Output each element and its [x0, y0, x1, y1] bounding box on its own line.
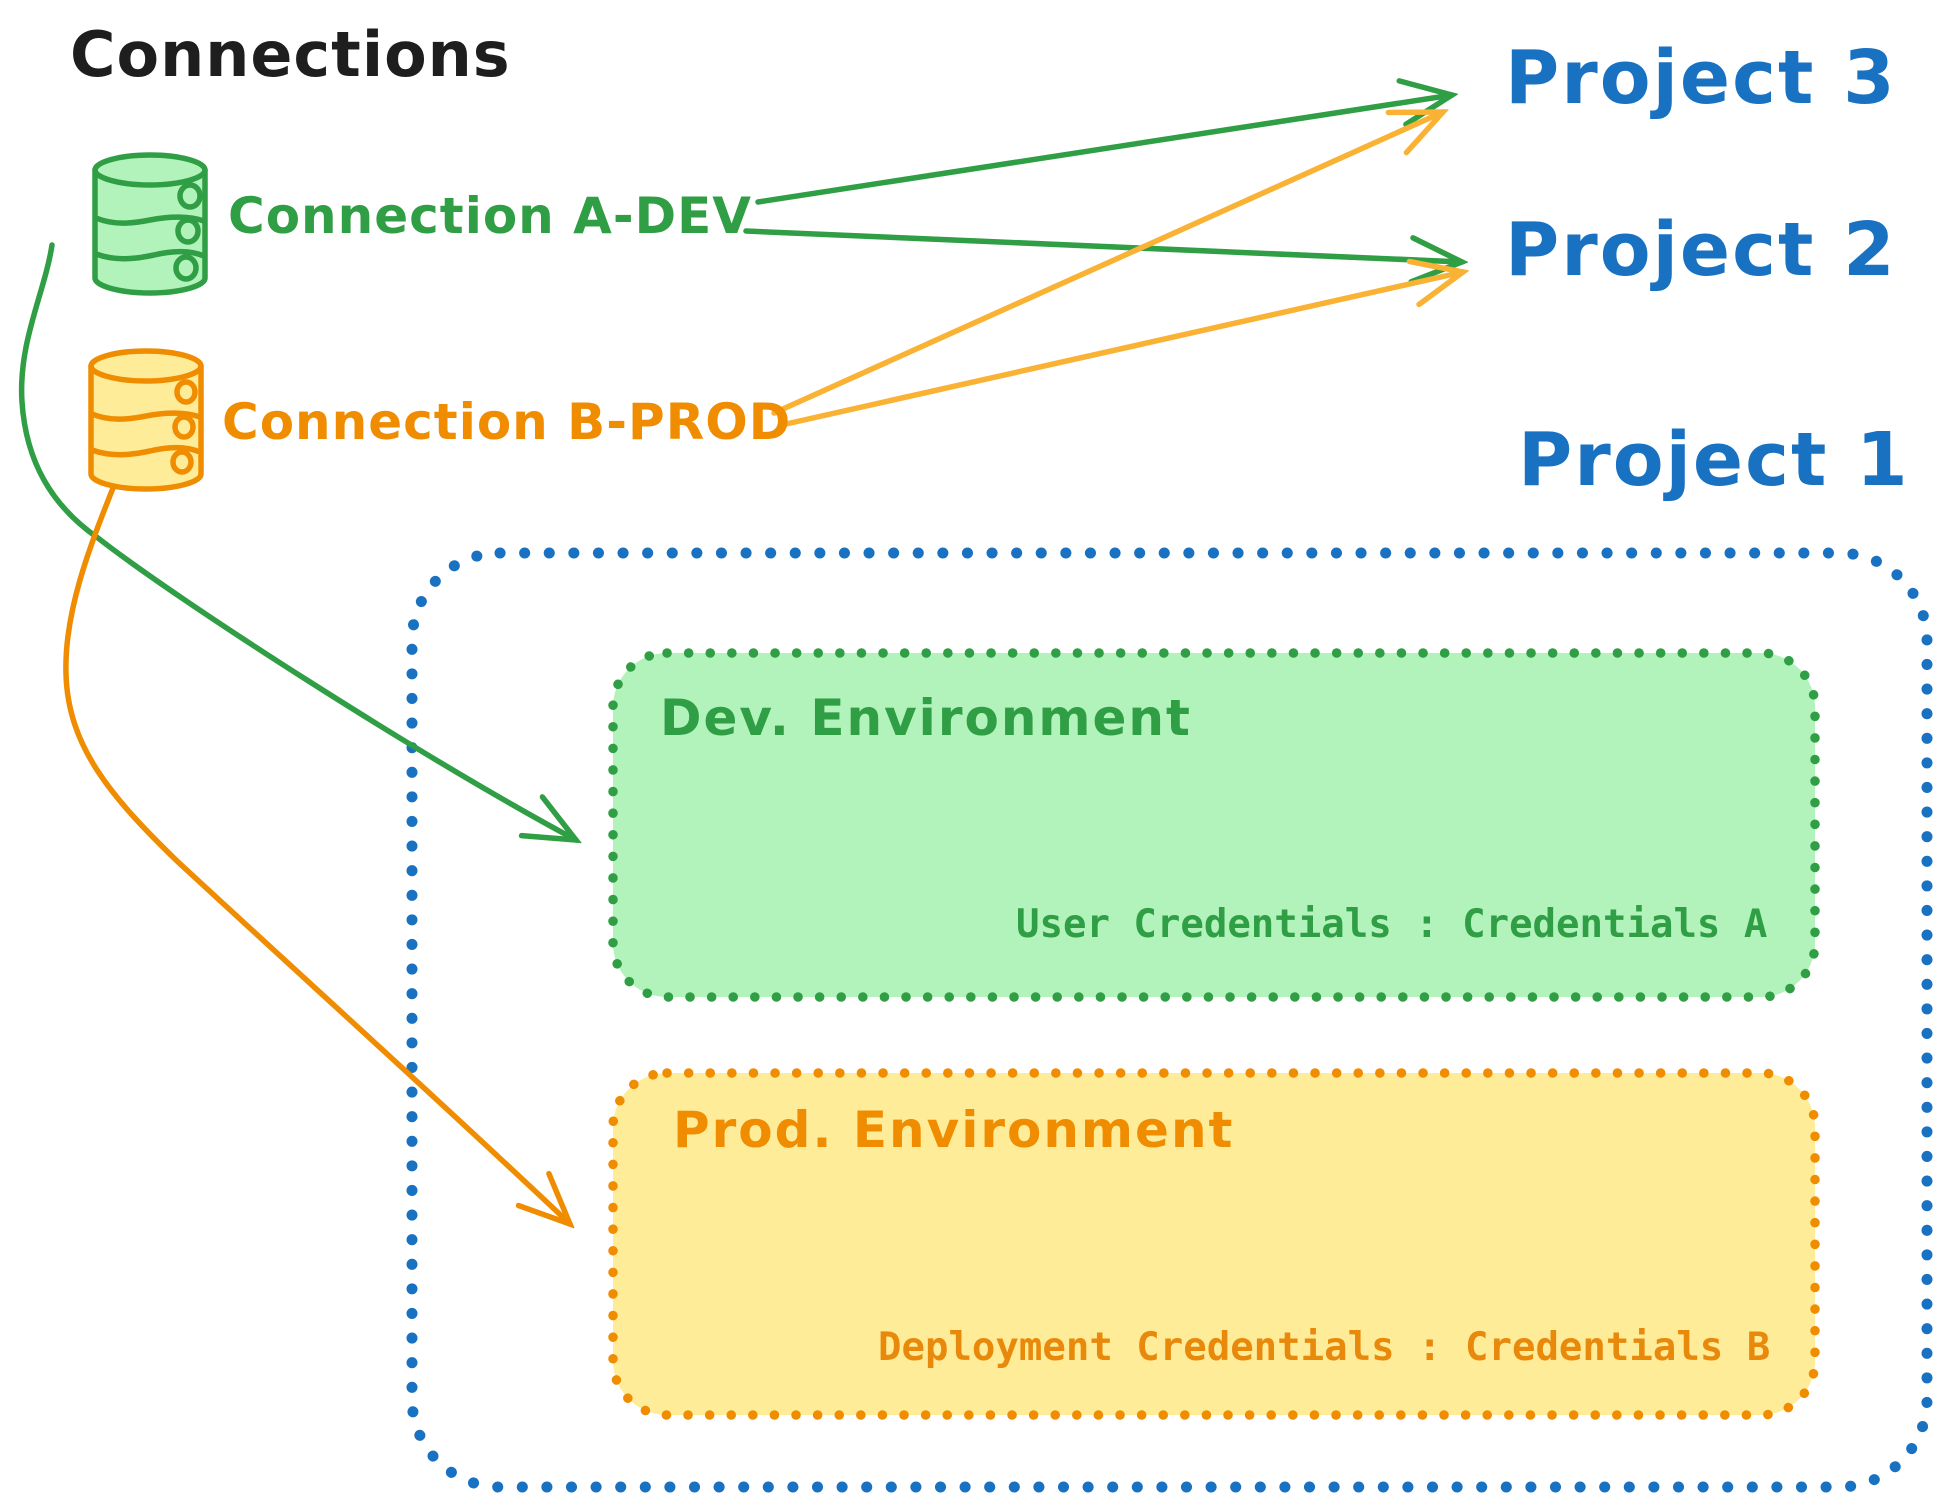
arrow-a-dev-to-dev-environment: [18, 242, 576, 840]
cylinder-divider: [89, 410, 203, 422]
database-icon-orange: [88, 348, 204, 492]
dev-environment-credentials: User Credentials : Credentials A: [1016, 902, 1768, 947]
connection-a-dev-label: Connection A-DEV: [228, 187, 752, 245]
cylinder-top-ellipse: [92, 167, 208, 188]
prod-environment-title: Prod. Environment: [673, 1101, 1235, 1159]
project-2-label: Project 2: [1505, 207, 1897, 293]
cylinder-dot: [172, 414, 196, 440]
prod-environment-credentials: Deployment Credentials : Credentials B: [878, 1325, 1771, 1370]
cylinder-divider: [89, 445, 203, 458]
connection-b-prod-label: Connection B-PROD: [222, 393, 792, 451]
project-1-label: Project 1: [1518, 417, 1910, 503]
arrow-b-prod-to-project-2: [783, 272, 1463, 427]
cylinder-top-ellipse: [88, 363, 204, 384]
cylinder-dot: [170, 449, 194, 475]
cylinder-divider: [93, 249, 207, 262]
cylinder-dot: [175, 217, 201, 245]
prod-environment-box: [608, 1068, 1820, 1420]
cylinder-dot: [174, 379, 198, 405]
database-icon-green: [92, 152, 208, 296]
project-1-boundary-box: [406, 547, 1933, 1493]
arrow-a-dev-to-project-2: [743, 228, 1462, 262]
dev-environment-box: [608, 648, 1820, 1002]
arrow-b-prod-to-project-3: [771, 112, 1443, 416]
diagram-title: Connections: [70, 18, 511, 91]
arrow-b-prod-to-prod-environment: [63, 485, 570, 1224]
dev-environment-title: Dev. Environment: [660, 689, 1192, 747]
cylinder-dot: [177, 182, 203, 210]
cylinder-dot: [173, 254, 199, 282]
arrow-a-dev-to-project-3: [755, 95, 1452, 205]
project-3-label: Project 3: [1505, 35, 1897, 121]
